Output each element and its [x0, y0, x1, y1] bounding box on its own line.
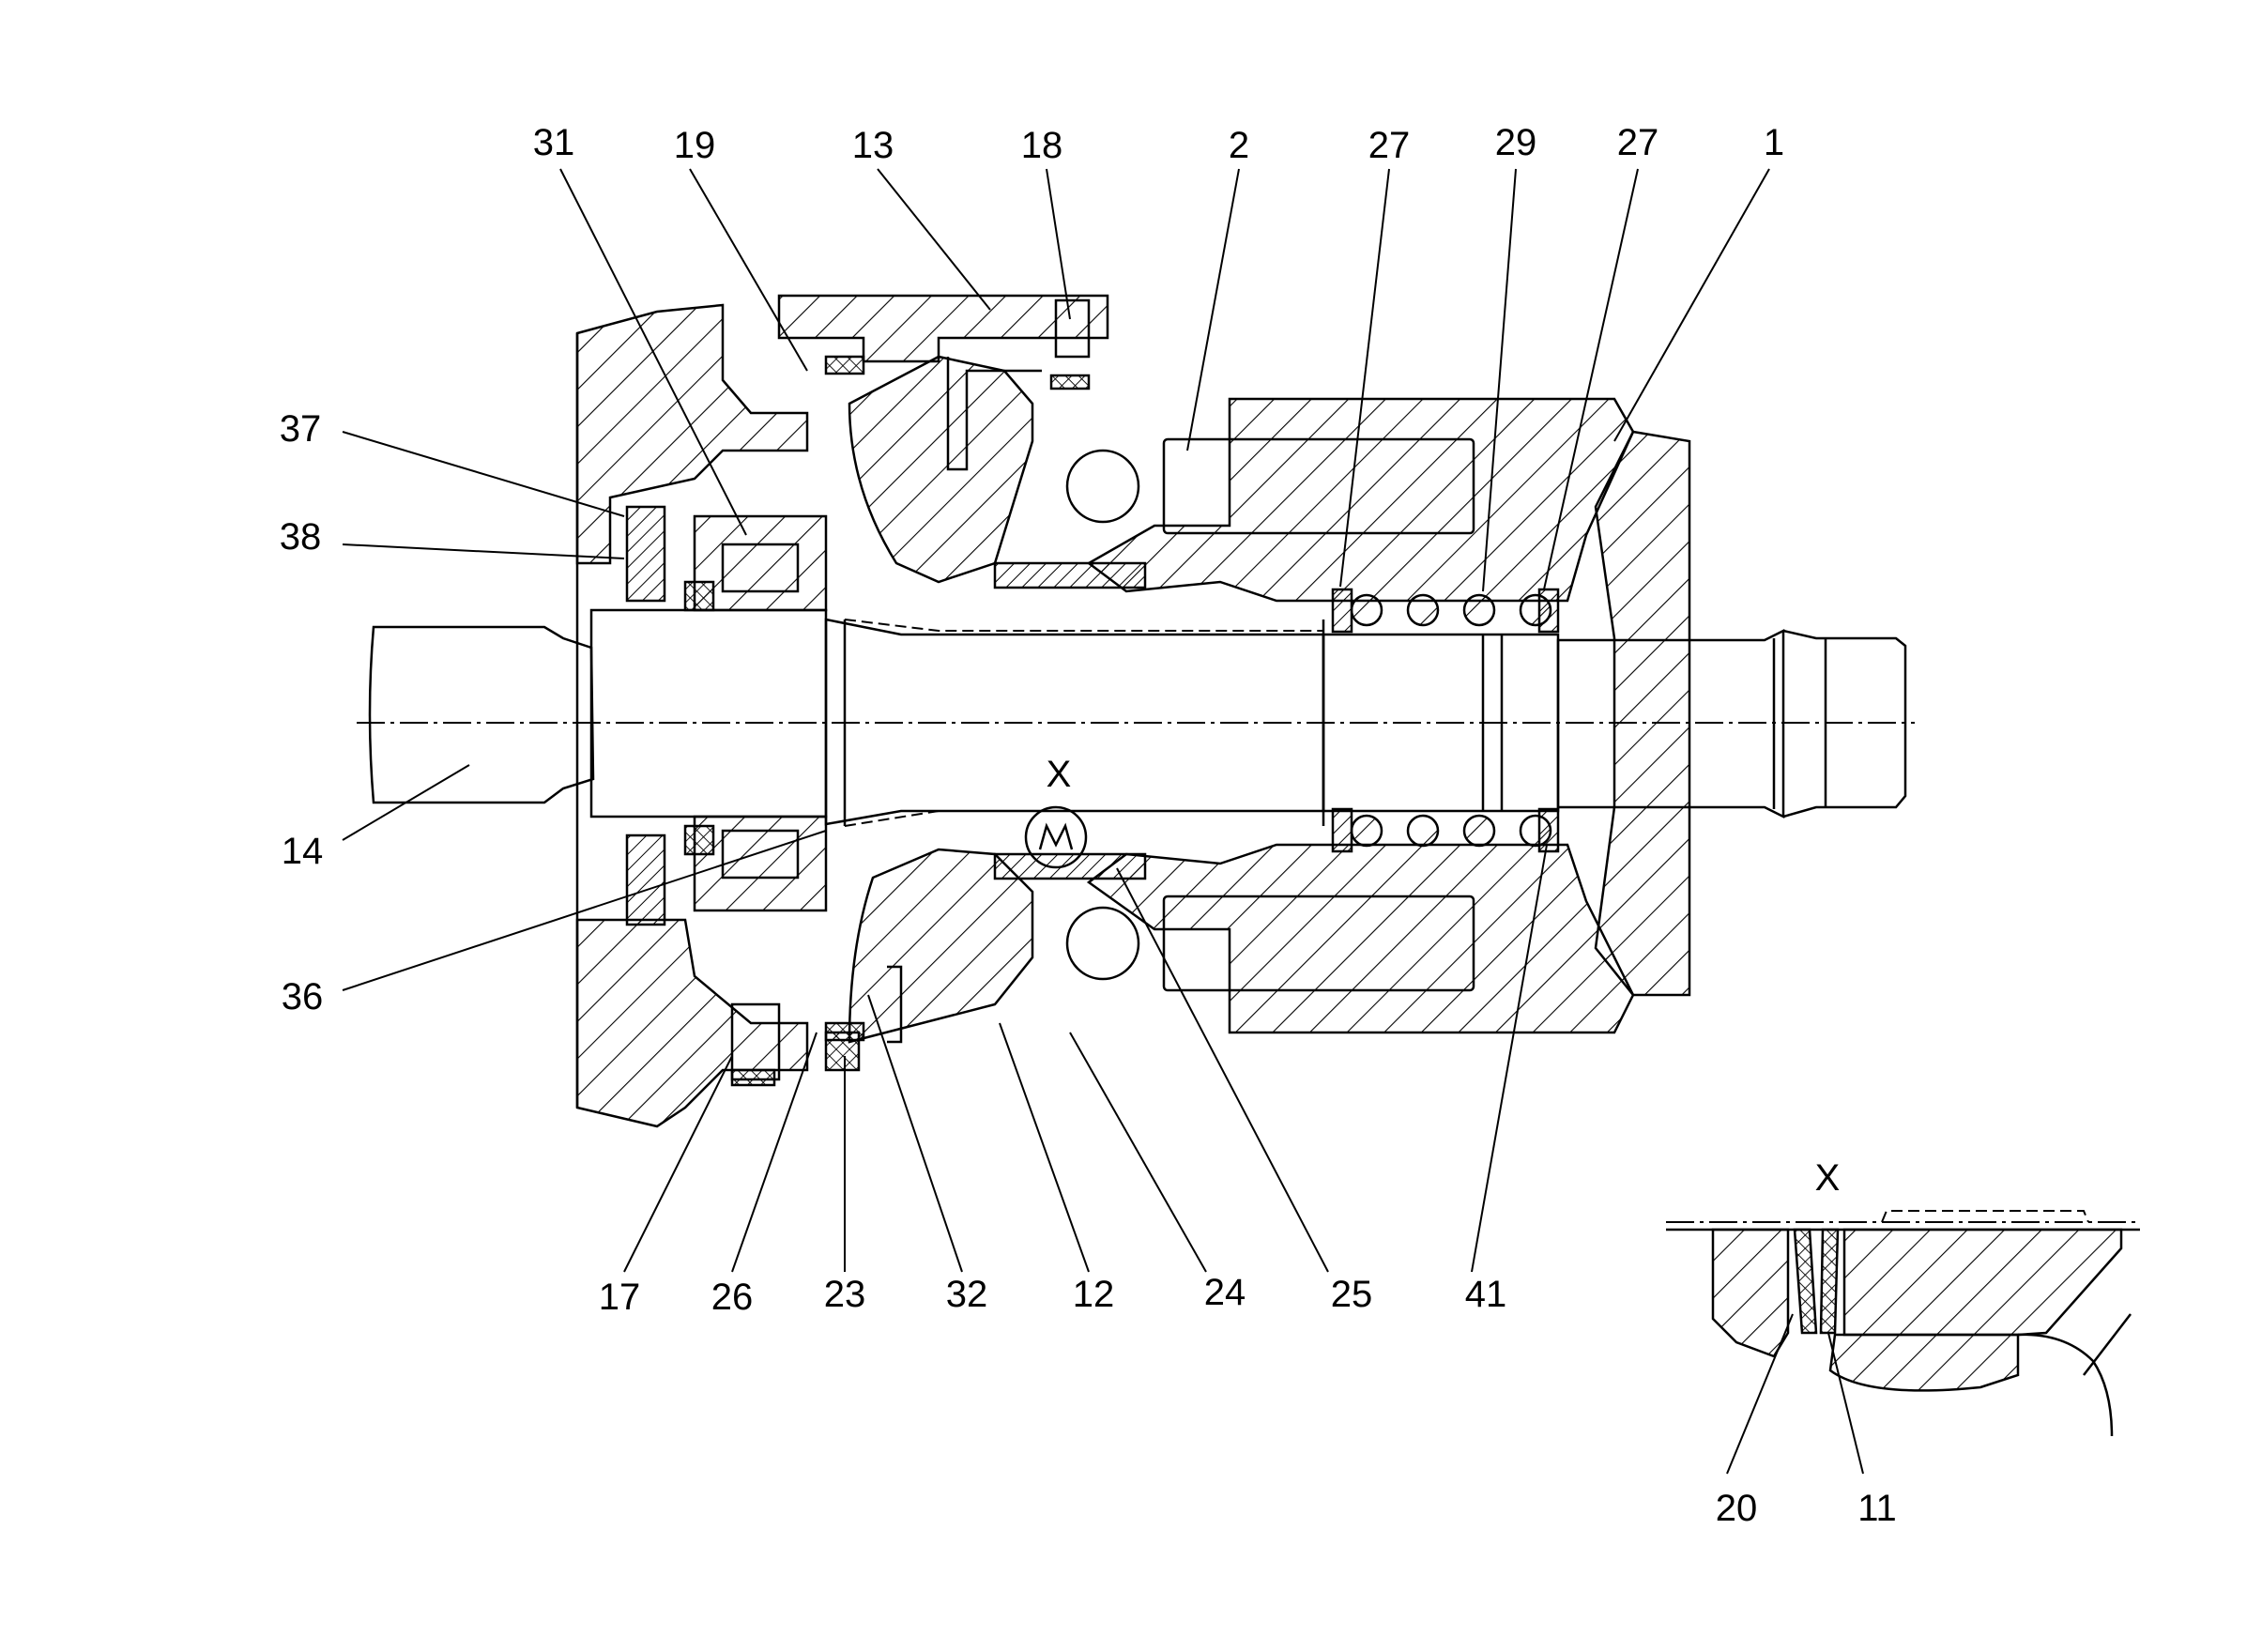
detail-x-spring-glyph	[1038, 822, 1074, 850]
mounting-flange	[575, 303, 809, 1128]
label-20: 20	[1716, 1488, 1758, 1529]
detail-x-view	[1666, 1210, 2140, 1437]
label-38: 38	[280, 516, 322, 558]
label-41: 41	[1465, 1274, 1507, 1315]
label-26: 26	[711, 1277, 754, 1318]
label-13: 13	[852, 125, 894, 166]
port-plate-housing	[777, 294, 1109, 1044]
label-2: 2	[1229, 125, 1249, 166]
label-12: 12	[1073, 1274, 1115, 1315]
pistons	[1065, 437, 1475, 992]
label-27-top-left: 27	[1368, 125, 1411, 166]
label-19: 19	[674, 125, 716, 166]
label-24: 24	[1204, 1272, 1246, 1313]
label-31: 31	[533, 122, 575, 163]
label-29: 29	[1495, 122, 1537, 163]
label-37: 37	[280, 408, 322, 450]
label-32: 32	[946, 1274, 988, 1315]
label-17: 17	[599, 1277, 641, 1318]
label-11: 11	[1857, 1488, 1897, 1529]
label-23: 23	[824, 1274, 866, 1315]
label-27-top-right: 27	[1617, 122, 1659, 163]
leader-lines	[342, 168, 1864, 1475]
label-25: 25	[1331, 1274, 1373, 1315]
label-18: 18	[1021, 125, 1063, 166]
bearings-seals	[625, 505, 1147, 1087]
spring	[1331, 588, 1560, 853]
detail-x-title: X	[1815, 1157, 1841, 1199]
part-labels: 31 19 13 18 2 27 29 27 1 37 38 14 36 17 …	[280, 122, 1897, 1529]
label-36: 36	[282, 976, 324, 1017]
cylinder-barrel	[1086, 397, 1691, 1034]
detail-x-marker-label: X	[1047, 754, 1072, 795]
detail-x-marker-circle	[1024, 805, 1088, 869]
label-14: 14	[282, 831, 324, 872]
label-1: 1	[1764, 122, 1784, 163]
